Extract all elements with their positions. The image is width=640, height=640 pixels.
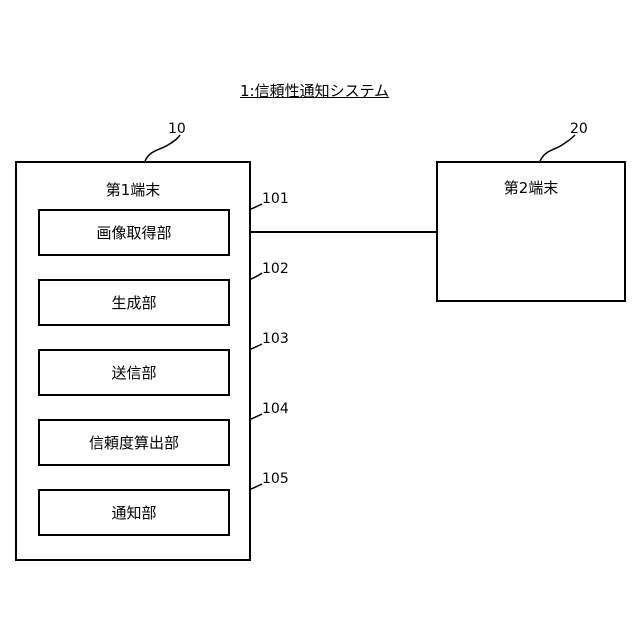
terminal-1-ref: 10 [168, 121, 186, 137]
unit-ref: 103 [262, 331, 289, 347]
unit-ref: 102 [262, 261, 289, 277]
terminal-2-box: 第2端末 [436, 161, 626, 302]
leader-line-10 [145, 135, 180, 161]
unit-label: 通知部 [111, 502, 156, 523]
terminal-1-label: 第1端末 [17, 179, 249, 200]
unit-label: 画像取得部 [96, 222, 171, 243]
unit-generation: 生成部 [38, 279, 230, 326]
unit-transmission: 送信部 [38, 349, 230, 396]
terminal-2-ref: 20 [570, 121, 588, 137]
terminal-2-label: 第2端末 [438, 177, 624, 198]
diagram-title: 1:信頼性通知システム [240, 80, 450, 101]
unit-ref: 104 [262, 401, 289, 417]
unit-image-acquisition: 画像取得部 [38, 209, 230, 256]
unit-reliability-calculation: 信頼度算出部 [38, 419, 230, 466]
leader-line-20 [540, 135, 575, 161]
unit-ref: 105 [262, 471, 289, 487]
unit-label: 送信部 [111, 362, 156, 383]
unit-label: 信頼度算出部 [89, 432, 179, 453]
unit-label: 生成部 [111, 292, 156, 313]
unit-notification: 通知部 [38, 489, 230, 536]
unit-ref: 101 [262, 191, 289, 207]
